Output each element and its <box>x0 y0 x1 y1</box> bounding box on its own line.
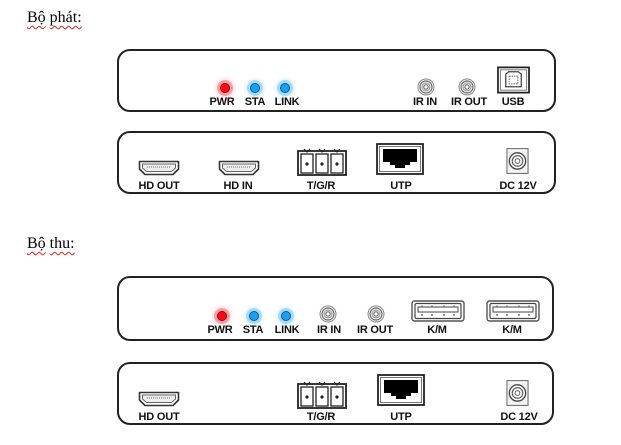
dc-12v-label: DC 12V <box>500 411 538 423</box>
utp-label: UTP <box>390 180 412 192</box>
heading-word: phát: <box>49 9 82 26</box>
receiver-heading: Bộ thu: <box>27 235 75 253</box>
km-usb-a-port-icon <box>486 300 540 322</box>
utp-label: UTP <box>390 411 412 423</box>
usb-b-port-icon <box>497 66 530 94</box>
pwr-label: PWR <box>209 96 235 108</box>
heading-word: thu: <box>49 235 75 252</box>
dc-power-jack-icon <box>506 147 529 175</box>
sta-led-icon <box>250 83 260 93</box>
hd-out-label: HD OUT <box>138 180 180 192</box>
pwr-led-icon <box>220 83 230 93</box>
pwr-led-icon <box>217 311 227 321</box>
hdmi-out-port-icon <box>138 160 180 176</box>
ir-out-label: IR OUT <box>356 324 394 336</box>
sta-led-icon <box>249 311 259 321</box>
sta-label: STA <box>242 324 264 336</box>
tgr-label: T/G/R <box>306 411 336 423</box>
receiver-front-panel <box>117 276 554 341</box>
utp-rj45-port-icon <box>377 374 425 406</box>
link-label: LINK <box>274 324 300 336</box>
usb-label: USB <box>501 96 525 108</box>
hd-in-label: HD IN <box>223 180 253 192</box>
heading-word: Bộ <box>27 235 46 252</box>
km-label: K/M <box>427 324 447 336</box>
ir-in-label: IR IN <box>412 96 438 108</box>
link-led-icon <box>281 311 291 321</box>
tgr-terminal-block-icon <box>297 148 347 176</box>
transmitter-front-panel <box>117 49 556 112</box>
heading-word: Bộ <box>27 9 46 26</box>
ir-in-jack-icon <box>319 305 337 323</box>
ir-out-jack-icon <box>458 78 476 96</box>
link-label: LINK <box>274 96 300 108</box>
ir-in-label: IR IN <box>316 324 342 336</box>
km-usb-a-port-icon <box>411 300 465 322</box>
tgr-terminal-block-icon <box>297 381 347 409</box>
link-led-icon <box>280 83 290 93</box>
hdmi-out-port-icon <box>138 391 180 407</box>
ir-out-jack-icon <box>367 305 385 323</box>
pwr-label: PWR <box>207 324 233 336</box>
dc-power-jack-icon <box>506 379 529 407</box>
utp-rj45-port-icon <box>376 143 424 175</box>
ir-out-label: IR OUT <box>450 96 488 108</box>
transmitter-heading: Bộ phát: <box>27 9 82 27</box>
dc-12v-label: DC 12V <box>499 180 537 192</box>
ir-in-jack-icon <box>417 78 435 96</box>
hdmi-in-port-icon <box>218 160 260 176</box>
tgr-label: T/G/R <box>306 180 336 192</box>
hd-out-label: HD OUT <box>138 411 180 423</box>
sta-label: STA <box>244 96 266 108</box>
km-label: K/M <box>502 324 522 336</box>
